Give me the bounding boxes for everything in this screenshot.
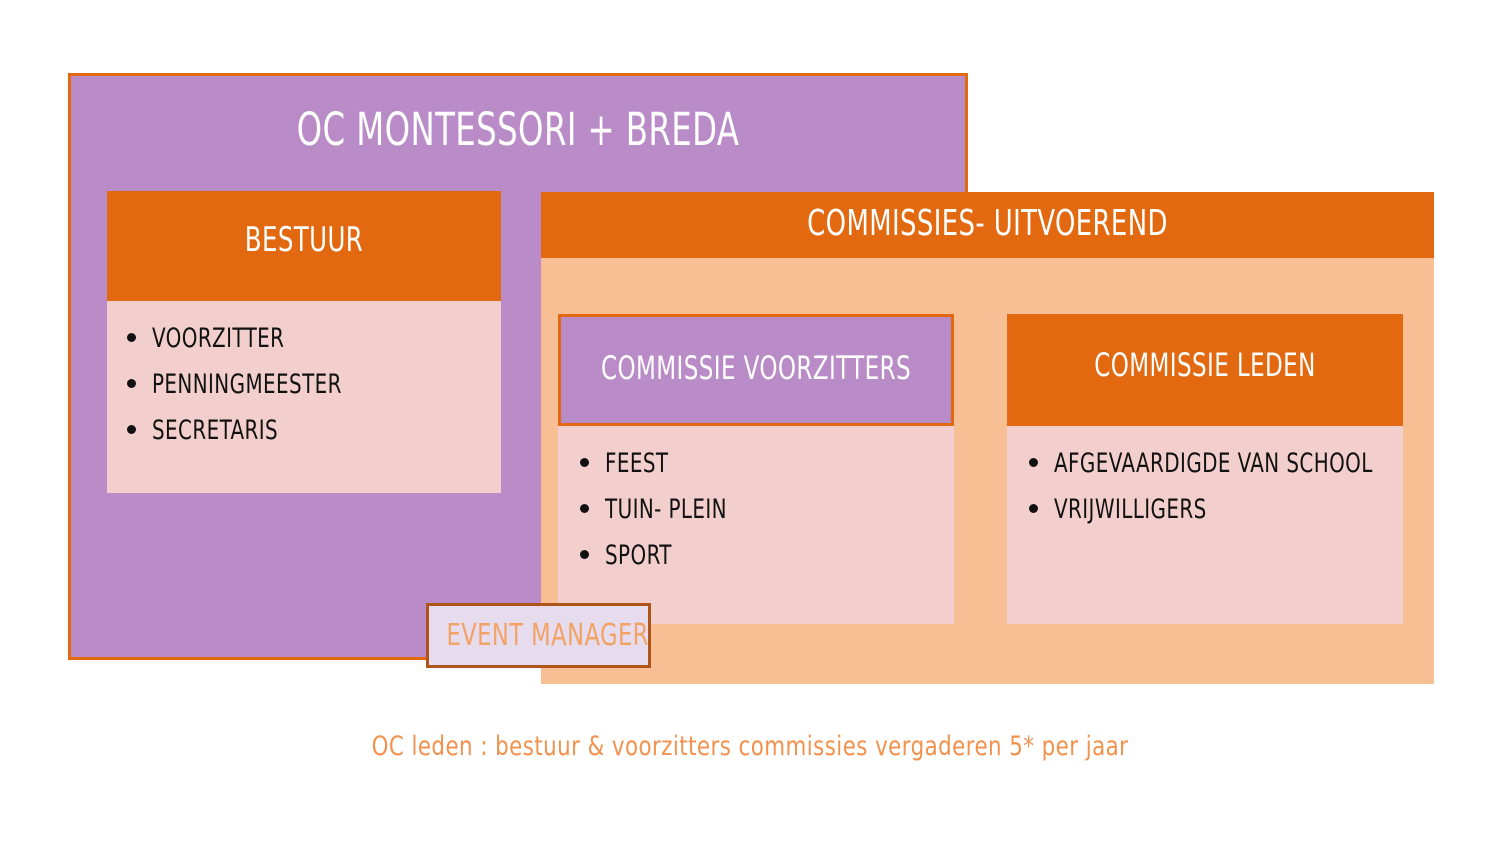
- event-manager-label: EVENT MANAGER: [446, 618, 649, 653]
- commissie-leden-header-label: COMMISSIE LEDEN: [1094, 346, 1316, 384]
- commissies-subcards: COMMISSIE VOORZITTERS FEEST TUIN- PLEIN …: [541, 314, 1434, 634]
- list-item: VOORZITTER: [127, 319, 501, 359]
- list-item: PENNINGMEESTER: [127, 365, 501, 405]
- footer-note: OC leden : bestuur & voorzitters commiss…: [0, 728, 1500, 766]
- list-item: SPORT: [580, 536, 954, 576]
- list-item-label: SECRETARIS: [152, 415, 279, 446]
- list-item-label: FEEST: [605, 448, 669, 479]
- commissie-leden-body: AFGEVAARDIGDE VAN SCHOOL VRIJWILLIGERS: [1007, 426, 1403, 624]
- bullet-dot-icon: [127, 425, 136, 434]
- bestuur-header: BESTUUR: [107, 191, 501, 301]
- commissie-voorzitters-card: COMMISSIE VOORZITTERS FEEST TUIN- PLEIN …: [558, 314, 954, 624]
- commissie-voorzitters-header: COMMISSIE VOORZITTERS: [558, 314, 954, 426]
- bullet-dot-icon: [1029, 458, 1038, 467]
- commissies-header-label: COMMISSIES- UITVOEREND: [807, 203, 1168, 244]
- commissie-leden-card: COMMISSIE LEDEN AFGEVAARDIGDE VAN SCHOOL…: [1007, 314, 1403, 624]
- list-item-label: SPORT: [605, 540, 672, 571]
- footer-note-text: OC leden : bestuur & voorzitters commiss…: [371, 731, 1129, 762]
- commissie-leden-list: AFGEVAARDIGDE VAN SCHOOL VRIJWILLIGERS: [1029, 444, 1403, 530]
- list-item-label: VRIJWILLIGERS: [1054, 494, 1207, 525]
- list-item: TUIN- PLEIN: [580, 490, 954, 530]
- list-item-label: VOORZITTER: [152, 323, 285, 354]
- event-manager-callout: EVENT MANAGER: [426, 603, 651, 668]
- bullet-dot-icon: [580, 458, 589, 467]
- list-item: SECRETARIS: [127, 411, 501, 451]
- list-item: AFGEVAARDIGDE VAN SCHOOL: [1029, 444, 1403, 484]
- commissie-voorzitters-header-label: COMMISSIE VOORZITTERS: [600, 349, 911, 387]
- bullet-dot-icon: [1029, 504, 1038, 513]
- commissie-voorzitters-body: FEEST TUIN- PLEIN SPORT: [558, 426, 954, 624]
- bestuur-header-label: BESTUUR: [244, 220, 364, 260]
- bullet-dot-icon: [127, 379, 136, 388]
- bullet-dot-icon: [580, 550, 589, 559]
- bestuur-list: VOORZITTER PENNINGMEESTER SECRETARIS: [107, 319, 501, 451]
- list-item-label: AFGEVAARDIGDE VAN SCHOOL: [1054, 448, 1373, 479]
- oc-title: OC MONTESSORI + BREDA: [296, 103, 740, 156]
- list-item-label: TUIN- PLEIN: [605, 494, 728, 525]
- commissie-voorzitters-list: FEEST TUIN- PLEIN SPORT: [580, 444, 954, 576]
- list-item: VRIJWILLIGERS: [1029, 490, 1403, 530]
- list-item: FEEST: [580, 444, 954, 484]
- commissies-panel: COMMISSIES- UITVOEREND COMMISSIE VOORZIT…: [541, 192, 1434, 684]
- bestuur-body: VOORZITTER PENNINGMEESTER SECRETARIS: [107, 301, 501, 493]
- commissies-header: COMMISSIES- UITVOEREND: [541, 192, 1434, 258]
- bullet-dot-icon: [127, 333, 136, 342]
- bestuur-card: BESTUUR VOORZITTER PENNINGMEESTER SECRET…: [107, 191, 501, 493]
- list-item-label: PENNINGMEESTER: [152, 369, 342, 400]
- bullet-dot-icon: [580, 504, 589, 513]
- commissie-leden-header: COMMISSIE LEDEN: [1007, 314, 1403, 426]
